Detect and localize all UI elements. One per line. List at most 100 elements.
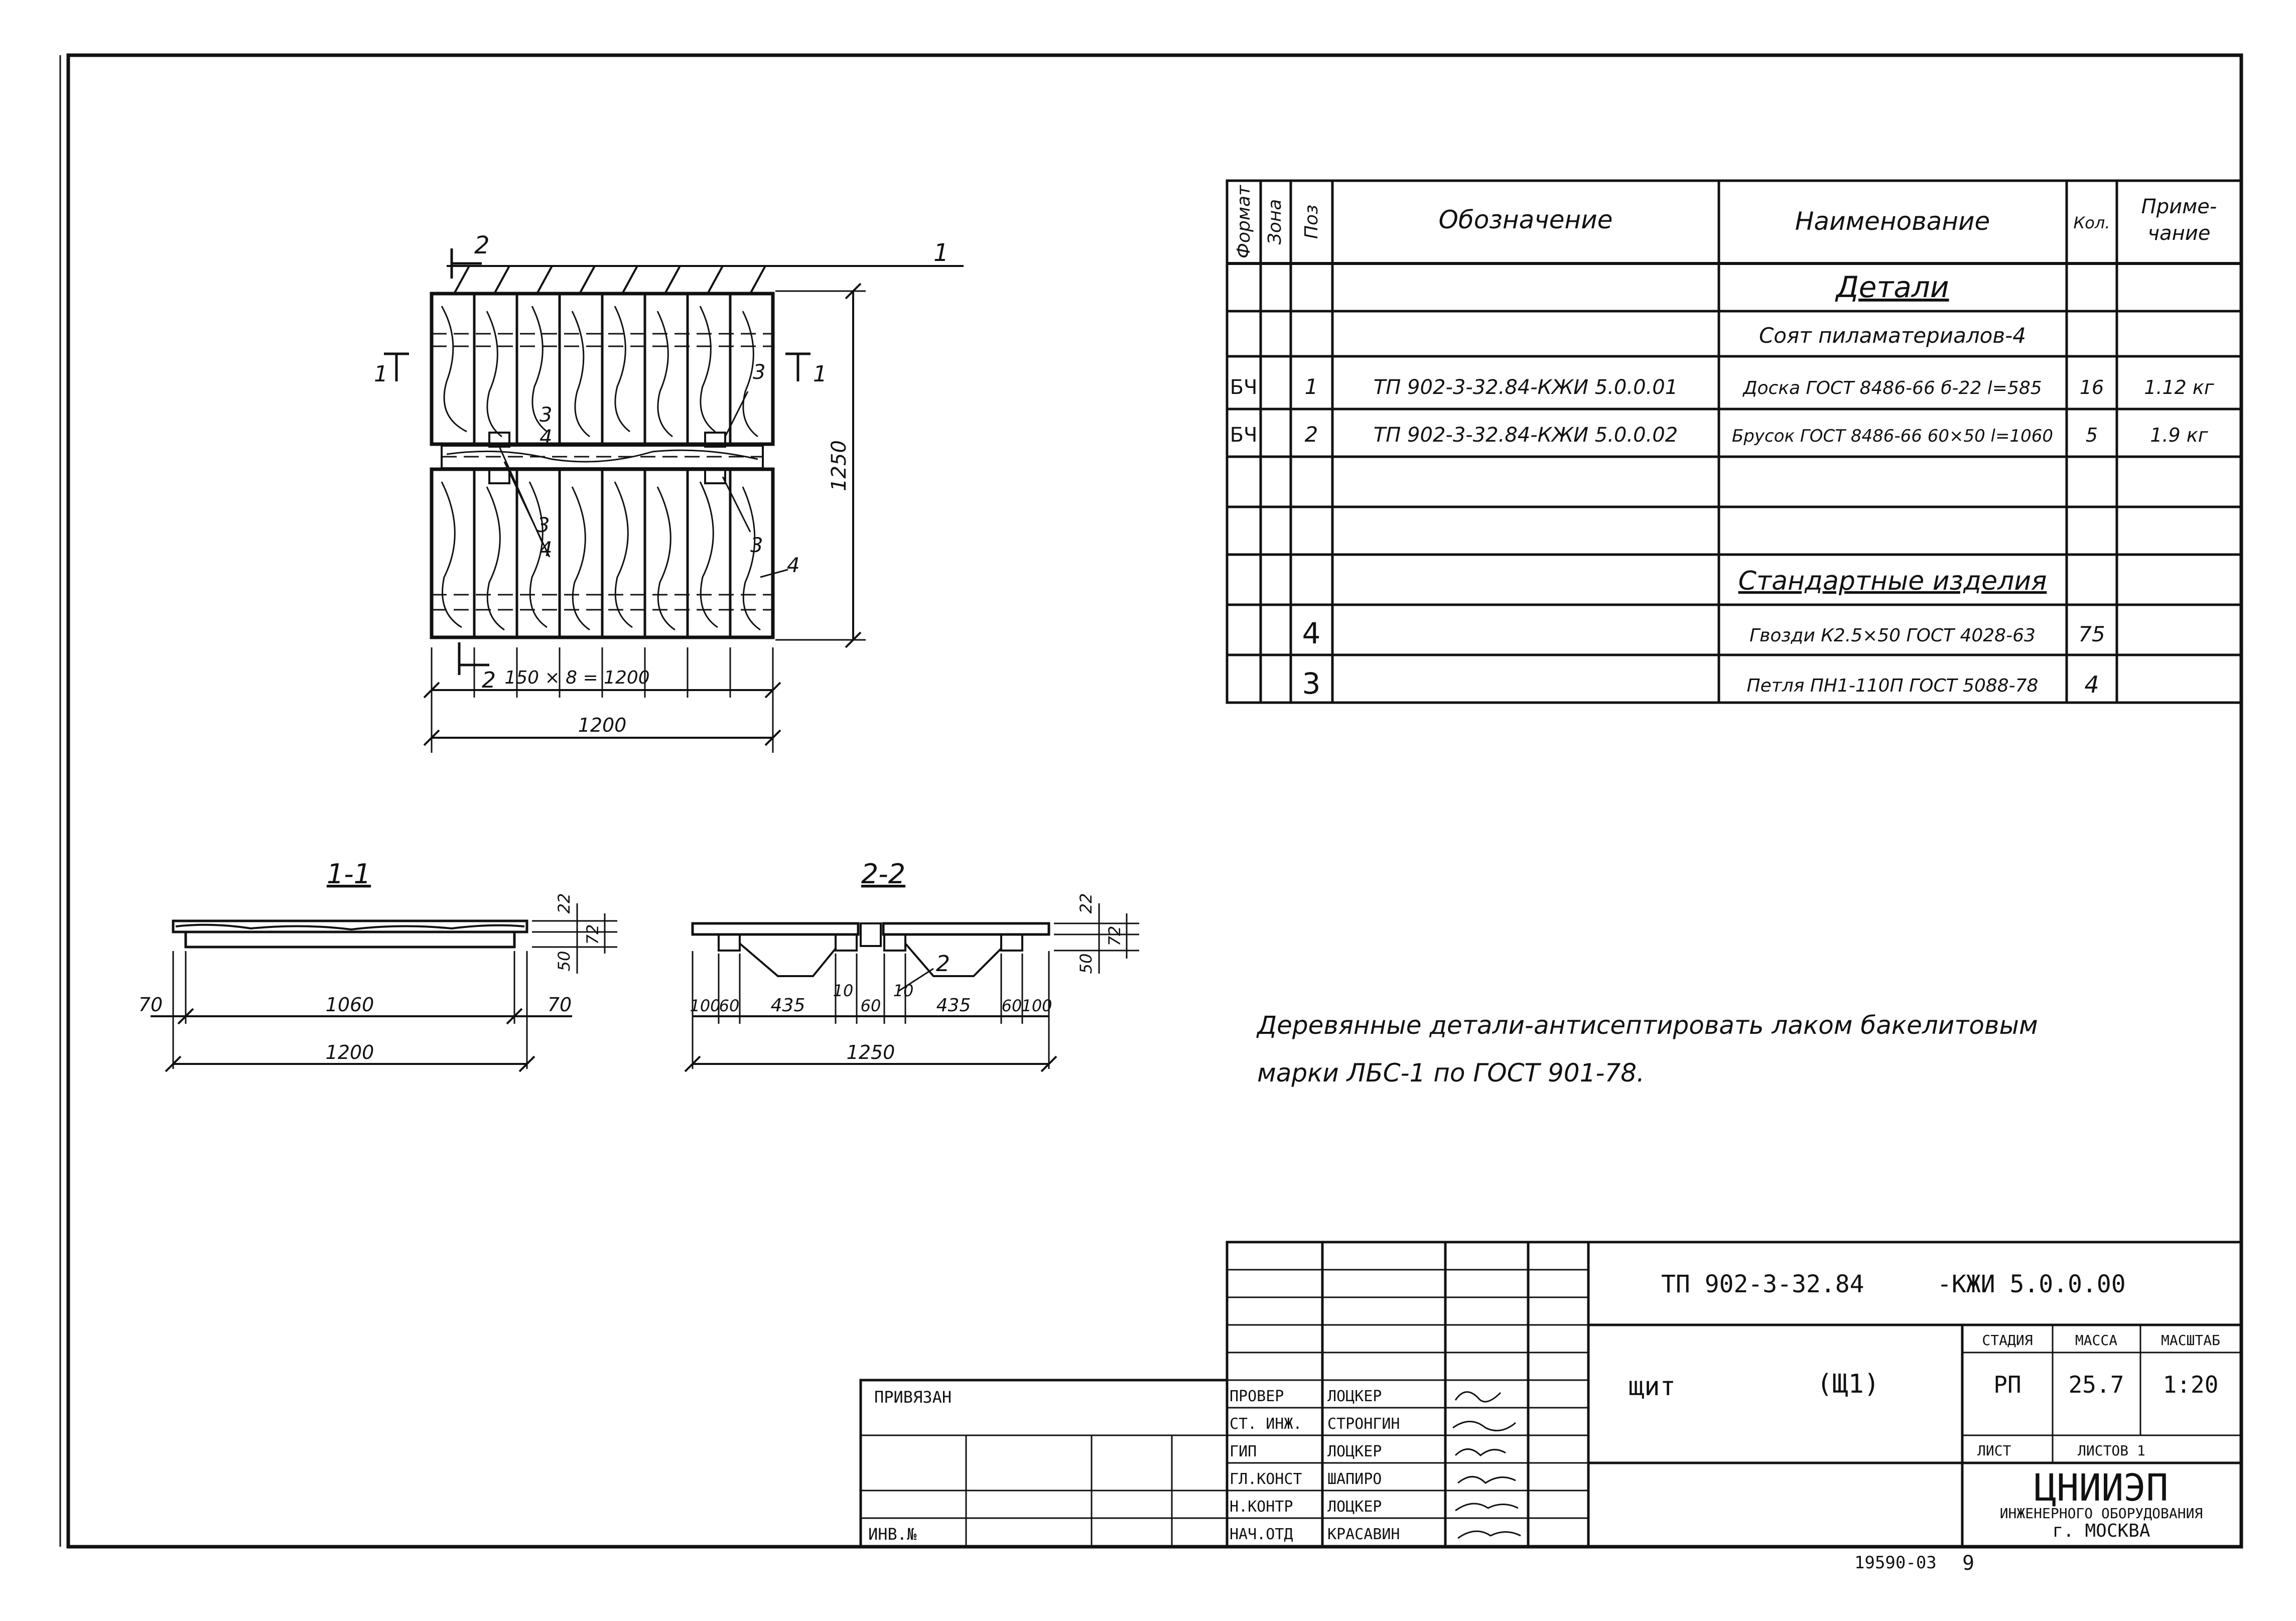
spec-row-1-designation: ТП 902-3-32.84-КЖИ 5.0.0.01 bbox=[1374, 376, 1678, 399]
section-2-2-dim-72: 72 bbox=[1105, 926, 1124, 947]
spec-header-format: Формат bbox=[1234, 185, 1254, 258]
spec-row-2-format: БЧ bbox=[1230, 424, 1258, 447]
title-scale: 1:20 bbox=[2163, 1371, 2219, 1398]
page-number: 9 bbox=[1962, 1552, 1974, 1575]
spec-subsection: Соят пиламатериалов-4 bbox=[1759, 323, 2026, 348]
archive-number: 19590-03 bbox=[1854, 1553, 1937, 1573]
spec-section-details: Детали bbox=[1834, 270, 1949, 304]
title-sheet-header: ЛИСТ bbox=[1977, 1442, 2011, 1459]
section-2-2-dim-50: 50 bbox=[1076, 954, 1096, 974]
spec-std-2-pos: 3 bbox=[1302, 666, 1321, 701]
section-2-2-title: 2-2 bbox=[861, 858, 905, 890]
plan-pos-label: 3 bbox=[753, 361, 765, 384]
plan-pos-label: 3 bbox=[537, 514, 550, 537]
section-1-1-dim-22: 22 bbox=[555, 893, 574, 914]
spec-row-1-name: Доска ГОСТ 8486-66 б-22 l=585 bbox=[1742, 378, 2042, 398]
section-2-2-dim: 435 bbox=[936, 995, 971, 1016]
section-2-2-dim: 10 bbox=[833, 981, 854, 1000]
title-block: ТП 902-3-32.84 -КЖИ 5.0.0.00 щит (Щ1) СТ… bbox=[859, 1241, 2242, 1575]
section-2-2-dim-total: 1250 bbox=[847, 1041, 895, 1063]
plan-dim-height: 1250 bbox=[828, 440, 851, 491]
section-1-1-dim-50: 50 bbox=[555, 951, 574, 972]
section-1-1-dim-right: 70 bbox=[548, 994, 572, 1016]
title-bound: ПРИВЯЗАН bbox=[874, 1388, 952, 1407]
spec-std-1-qty: 75 bbox=[2078, 622, 2105, 646]
role-name: ЛОЦКЕР bbox=[1327, 1443, 1382, 1460]
section-2-2: 2-2 bbox=[684, 858, 1139, 1072]
spec-std-2-qty: 4 bbox=[2084, 671, 2099, 698]
spec-row-1-qty: 16 bbox=[2080, 376, 2104, 398]
plan-callout-1: 1 bbox=[933, 239, 949, 267]
signature-marks bbox=[1452, 1391, 1521, 1539]
title-sheets-header: ЛИСТОВ 1 bbox=[2078, 1442, 2145, 1459]
role-name: КРАСАВИН bbox=[1327, 1526, 1400, 1543]
spec-row-2-pos: 2 bbox=[1305, 422, 1318, 447]
section-1-1: 1-1 1060 1200 70 70 22 50 72 bbox=[139, 858, 617, 1072]
spec-header-pos: Поз bbox=[1301, 205, 1322, 239]
plan-dim-total: 1200 bbox=[578, 714, 627, 736]
section-2-2-dim: 100 bbox=[690, 996, 720, 1015]
plan-view: 1 2 1 1 2 3 4 3 3 4 3 4 1250 150 × 8 = 1… bbox=[374, 231, 964, 753]
plan-pos-label: 4 bbox=[539, 426, 552, 449]
spec-row-1-format: БЧ bbox=[1230, 376, 1258, 399]
spec-section-standard: Стандартные изделия bbox=[1738, 566, 2047, 596]
role-label: Н.КОНТР bbox=[1230, 1498, 1293, 1516]
role-name: ЛОЦКЕР bbox=[1327, 1498, 1382, 1516]
title-object-name: щит bbox=[1629, 1372, 1676, 1402]
role-label: НАЧ.ОТД bbox=[1230, 1526, 1293, 1543]
spec-header-qty: Кол. bbox=[2074, 213, 2110, 232]
title-org-city: г. МОСКВА bbox=[2052, 1521, 2150, 1541]
role-label: ПРОВЕР bbox=[1230, 1388, 1284, 1405]
role-name: ЛОЦКЕР bbox=[1327, 1388, 1382, 1405]
spec-row-2-designation: ТП 902-3-32.84-КЖИ 5.0.0.02 bbox=[1374, 424, 1678, 447]
title-org: ЦНИИЭП bbox=[2034, 1466, 2168, 1510]
title-scale-header: МАСШТАБ bbox=[2161, 1332, 2220, 1348]
spec-header-designation: Обозначение bbox=[1439, 205, 1613, 234]
section-2-2-dim-22: 22 bbox=[1076, 893, 1096, 914]
role-name: ШАПИРО bbox=[1327, 1470, 1382, 1488]
section-1-1-title: 1-1 bbox=[327, 858, 371, 890]
spec-std-1-name: Гвозди К2.5×50 ГОСТ 4028-63 bbox=[1749, 625, 2036, 646]
title-inventory: ИНВ.№ bbox=[868, 1525, 917, 1544]
section-2-2-dim: 100 bbox=[1021, 996, 1052, 1015]
title-doc-code: ТП 902-3-32.84 bbox=[1661, 1270, 1864, 1298]
plan-section-left: 1 bbox=[374, 361, 388, 387]
role-name: СТРОНГИН bbox=[1327, 1415, 1400, 1433]
spec-row-2-name: Брусок ГОСТ 8486-66 60×50 l=1060 bbox=[1732, 426, 2053, 446]
role-label: ГИП bbox=[1230, 1443, 1257, 1460]
plan-section-right: 1 bbox=[813, 361, 827, 387]
title-mass-header: МАССА bbox=[2075, 1332, 2117, 1348]
title-mass: 25.7 bbox=[2069, 1371, 2124, 1398]
title-stage: РП bbox=[1993, 1371, 2021, 1398]
spec-std-2-name: Петля ПН1-110П ГОСТ 5088-78 bbox=[1747, 676, 2039, 696]
plan-pos-label: 3 bbox=[750, 534, 763, 557]
note-line-2: марки ЛБС-1 по ГОСТ 901-78. bbox=[1257, 1058, 1645, 1088]
role-label: ГЛ.КОНСТ bbox=[1230, 1470, 1302, 1488]
role-label: СТ. ИНЖ. bbox=[1230, 1415, 1302, 1433]
spec-row-1-note: 1.12 кг bbox=[2144, 376, 2215, 398]
general-note: Деревянные детали-антисептировать лаком … bbox=[1256, 1011, 2038, 1088]
section-1-1-dim-inner: 1060 bbox=[326, 994, 374, 1016]
spec-header-name: Наименование bbox=[1795, 207, 1990, 236]
spec-row-2-note: 1.9 кг bbox=[2150, 424, 2208, 446]
plan-pos-label: 4 bbox=[539, 538, 552, 561]
spec-row-2-qty: 5 bbox=[2086, 424, 2098, 446]
section-2-2-pos: 2 bbox=[936, 951, 950, 977]
note-line-1: Деревянные детали-антисептировать лаком … bbox=[1256, 1011, 2038, 1040]
spec-row-1-pos: 1 bbox=[1305, 374, 1318, 399]
plan-callout-2: 2 bbox=[474, 231, 490, 259]
section-1-1-dim-72: 72 bbox=[583, 924, 602, 945]
section-2-2-dim: 60 bbox=[719, 996, 740, 1015]
section-2-2-dim: 10 bbox=[893, 981, 914, 1000]
plan-pos-label: 4 bbox=[787, 554, 799, 577]
section-2-2-dim: 60 bbox=[861, 996, 881, 1015]
plan-dim-step: 150 × 8 = 1200 bbox=[504, 667, 649, 688]
section-2-2-dim: 60 bbox=[1002, 996, 1022, 1015]
specification-table: Формат Зона Поз Обозначение Наименование… bbox=[1226, 179, 2242, 704]
title-org-dept: ИНЖЕНЕРНОГО ОБОРУДОВАНИЯ bbox=[2000, 1505, 2203, 1522]
spec-header-note-2: чание bbox=[2148, 222, 2211, 245]
title-object-mark: (Щ1) bbox=[1817, 1369, 1879, 1399]
spec-header-zone: Зона bbox=[1265, 199, 1285, 245]
